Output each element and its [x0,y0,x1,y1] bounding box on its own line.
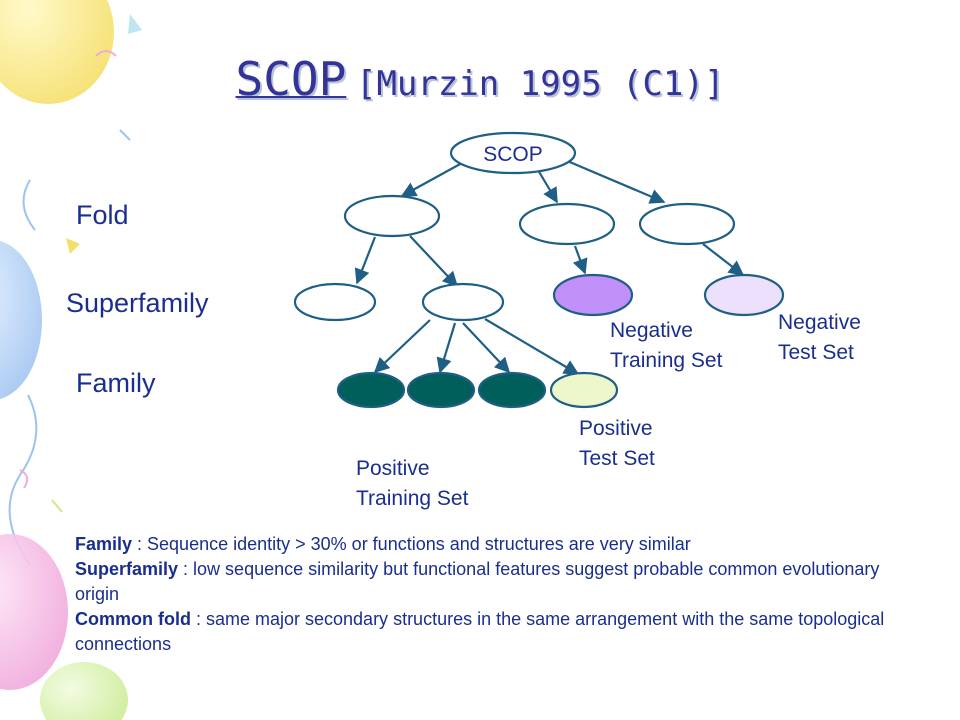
label-negative-training-set: Negative Training Set [610,316,722,376]
node-negative-test [703,273,785,317]
balloon-pink-bottom-left [0,534,68,690]
node-fold-1 [343,194,441,238]
definition-fold-text: : same major secondary structures in the… [75,609,885,654]
node-family-2 [406,371,476,409]
label-positive-test-line1: Positive [579,417,653,440]
definition-family: Family : Sequence identity > 30% or func… [75,532,925,557]
node-family-1 [336,371,406,409]
node-scop-root-label: SCOP [483,143,543,166]
edge-root-fold3 [564,158,666,204]
definitions-notes: Family : Sequence identity > 30% or func… [75,532,925,657]
edge-root-fold1 [400,162,463,197]
tree-edges [354,158,745,375]
edge-root-fold2 [537,169,558,204]
label-positive-test-set: Positive Test Set [579,414,655,474]
edge-sf2-pos-test [484,318,580,375]
balloon-yellow-top-left [0,0,114,104]
node-negative-training [552,273,634,317]
node-scop-root [449,131,577,175]
node-family-3 [477,371,547,409]
definition-fold-term: Common fold [75,609,191,629]
definition-common-fold: Common fold : same major secondary struc… [75,607,925,657]
balloon-green-bottom-left [40,662,128,720]
edge-fold3-neg-test [702,243,745,276]
node-superfamily-1 [293,282,377,322]
confetti [19,14,142,513]
label-positive-training-set: Positive Training Set [356,454,468,514]
edge-fold1-sf1 [354,236,377,285]
node-fold-2 [518,202,616,246]
label-negative-test-line2: Test Set [778,341,854,364]
node-superfamily-2 [421,282,505,322]
edge-fold2-neg-train [572,245,588,275]
level-label-family: Family [76,368,156,398]
label-positive-test-line2: Test Set [579,447,655,470]
label-positive-training-line1: Positive [356,457,430,480]
edge-sf2-fam3 [462,322,511,374]
title-scop-link[interactable]: SCOP [235,52,347,106]
definition-family-term: Family [75,534,133,554]
definition-superfamily: Superfamily : low sequence similarity bu… [75,557,925,607]
title-citation: [Murzin 1995 (C1)] [355,64,725,104]
node-fold-3 [638,202,736,246]
label-negative-training-line2: Training Set [610,349,723,372]
definition-superfamily-term: Superfamily [75,559,179,579]
edge-sf2-fam1 [373,319,431,374]
label-negative-training-line1: Negative [610,319,693,342]
edge-fold1-sf2 [409,235,459,288]
level-label-superfamily: Superfamily [66,288,209,318]
label-positive-training-line2: Training Set [356,487,469,510]
level-label-fold: Fold [76,200,129,230]
node-positive-test [549,371,619,409]
slide-title: SCOP [Murzin 1995 (C1)] [0,52,960,106]
edge-sf2-fam2 [436,322,457,374]
tree-nodes: SCOP [293,131,785,409]
definition-superfamily-text: : low sequence similarity but functional… [75,559,880,604]
label-negative-test-line1: Negative [778,311,861,334]
label-negative-test-set: Negative Test Set [778,308,861,368]
definition-family-text: : Sequence identity > 30% or functions a… [132,534,691,554]
